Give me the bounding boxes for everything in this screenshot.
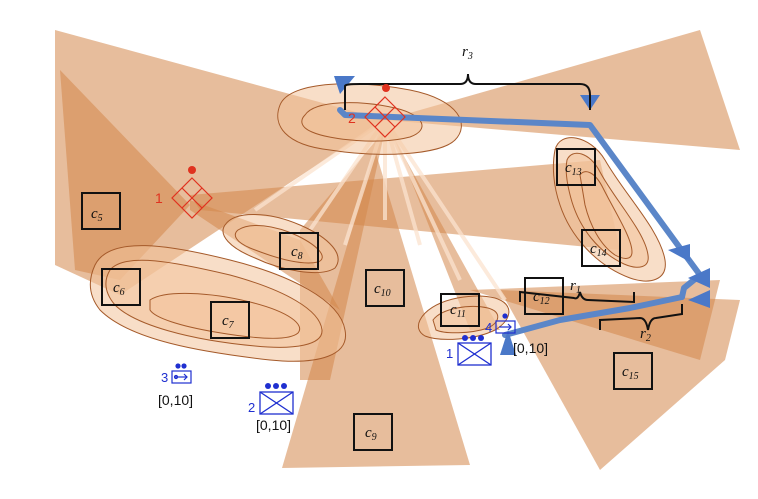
fov-cone-sensor1-right	[190, 160, 620, 250]
robot-3-dots	[175, 363, 187, 369]
robot-1-dots	[462, 335, 484, 341]
waypoint-marker	[688, 268, 710, 288]
cell-c10-label: c10	[374, 281, 391, 299]
cell-c5-label: c5	[91, 206, 103, 224]
fov-cone-c11	[395, 140, 500, 330]
waypoint-marker	[500, 330, 516, 355]
sensor-2: 2	[348, 84, 406, 138]
robot-2: 2	[248, 383, 294, 415]
waypoint-marker	[668, 244, 690, 262]
robot-4-dot	[502, 313, 508, 319]
cell-labels: c5 c6 c7 c8 c9 c10 c11 c12 c13 c14 c15	[91, 160, 639, 443]
cell-c12-label: c12	[533, 289, 550, 307]
fov-cone-c9	[282, 150, 470, 468]
cell-c15-box	[613, 352, 653, 390]
arrow-box-robot-icon	[171, 370, 192, 384]
robot-3: 3	[161, 363, 192, 385]
r1-brace	[519, 290, 635, 304]
cell-c14-label: c14	[590, 241, 607, 259]
cell-c7-label: c7	[222, 313, 235, 331]
path-lower	[502, 294, 685, 338]
range-braces	[344, 73, 683, 331]
diamond-sensor-icon	[364, 96, 406, 138]
sensor-1-number: 1	[155, 190, 163, 206]
cell-c11-box	[440, 293, 480, 327]
robot-4-number: 4	[485, 320, 492, 335]
cell-c9-label: c9	[365, 425, 377, 443]
cell-c11-label: c11	[450, 302, 466, 320]
cell-c6-label: c6	[113, 280, 125, 298]
interval-label-robot-3: [0,10]	[158, 392, 193, 408]
r1-label: r1	[570, 278, 581, 296]
waypoint-marker	[688, 290, 710, 308]
cell-c5-box	[81, 192, 121, 230]
cell-c9-box	[353, 413, 393, 451]
cell-c15-label: c15	[622, 364, 639, 382]
cell-boxes	[81, 148, 653, 451]
cell-c8-label: c8	[291, 244, 303, 262]
range-labels: r3 r1 r2	[462, 44, 651, 344]
cell-c13-label: c13	[565, 160, 582, 178]
waypoint-marker	[334, 76, 355, 94]
cell-c14-box	[581, 229, 621, 267]
robot-4: 4	[485, 313, 516, 335]
cell-c6-box	[101, 268, 141, 306]
crossed-box-robot-icon	[457, 342, 492, 366]
cell-c10-box	[365, 269, 405, 307]
robot-1-number: 1	[446, 346, 453, 361]
interval-label-robot-4: [0,10]	[513, 340, 548, 356]
sensor-1-dot	[188, 166, 196, 174]
crossed-box-robot-icon	[259, 391, 294, 415]
r3-label: r3	[462, 44, 473, 62]
cell-c12-box	[524, 277, 564, 315]
cell-c7-box	[210, 301, 250, 339]
cell-c8-box	[279, 232, 319, 270]
r2-brace	[599, 304, 683, 331]
r3-brace	[344, 73, 591, 110]
sensor-2-dot	[382, 84, 390, 92]
robot-2-dots	[265, 383, 287, 389]
r2-label: r2	[640, 326, 651, 344]
cell-c13-box	[556, 148, 596, 186]
diamond-sensor-icon	[171, 177, 213, 219]
waypoint-markers	[334, 76, 710, 355]
robot-2-number: 2	[248, 400, 255, 415]
interval-label-robot-2: [0,10]	[256, 417, 291, 433]
sensor-2-number: 2	[348, 110, 356, 126]
arrow-box-robot-icon	[495, 320, 516, 334]
robot-3-number: 3	[161, 370, 168, 385]
robot-1: 1	[446, 335, 492, 366]
sensor-1: 1	[155, 166, 213, 219]
fov-cone-left	[60, 70, 190, 280]
